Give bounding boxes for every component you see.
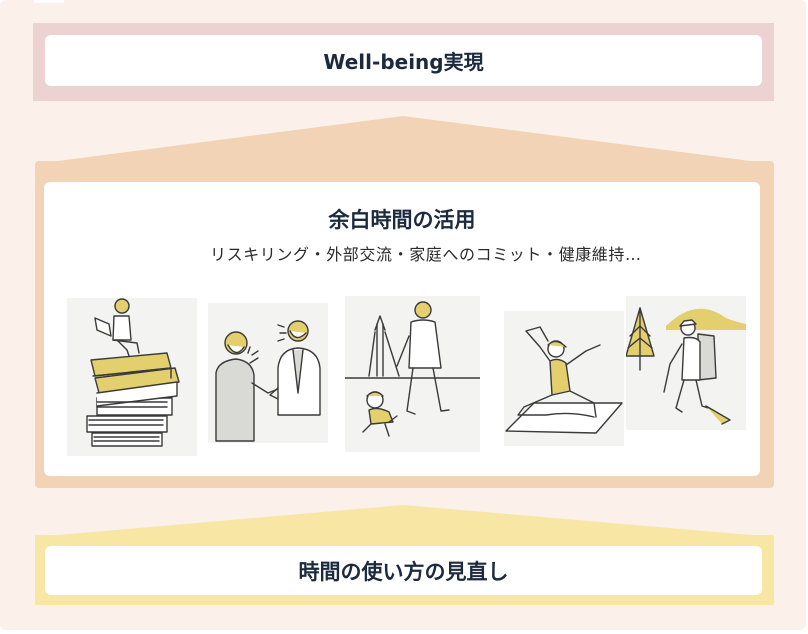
middle-title: 余白時間の活用: [328, 208, 476, 232]
top-label: Well-being実現: [323, 50, 484, 74]
bottom-roof-shape: [35, 505, 774, 537]
bottom-label: 時間の使い方の見直し: [298, 559, 509, 584]
bottom-label-box: 時間の使い方の見直し: [45, 546, 762, 595]
top-label-box: Well-being実現: [45, 35, 762, 86]
people-talking-icon: [208, 303, 328, 443]
middle-roof-shape: [35, 116, 774, 164]
parent-child-at-park-icon: [345, 296, 480, 452]
hiker-icon: [626, 296, 746, 430]
top-tab-notch: [34, 0, 64, 3]
woman-yoga-icon: [504, 311, 624, 446]
middle-description: リスキリング・外部交流・家庭へのコミット・健康維持…: [210, 245, 642, 264]
person-reading-on-books-icon: [67, 298, 197, 456]
